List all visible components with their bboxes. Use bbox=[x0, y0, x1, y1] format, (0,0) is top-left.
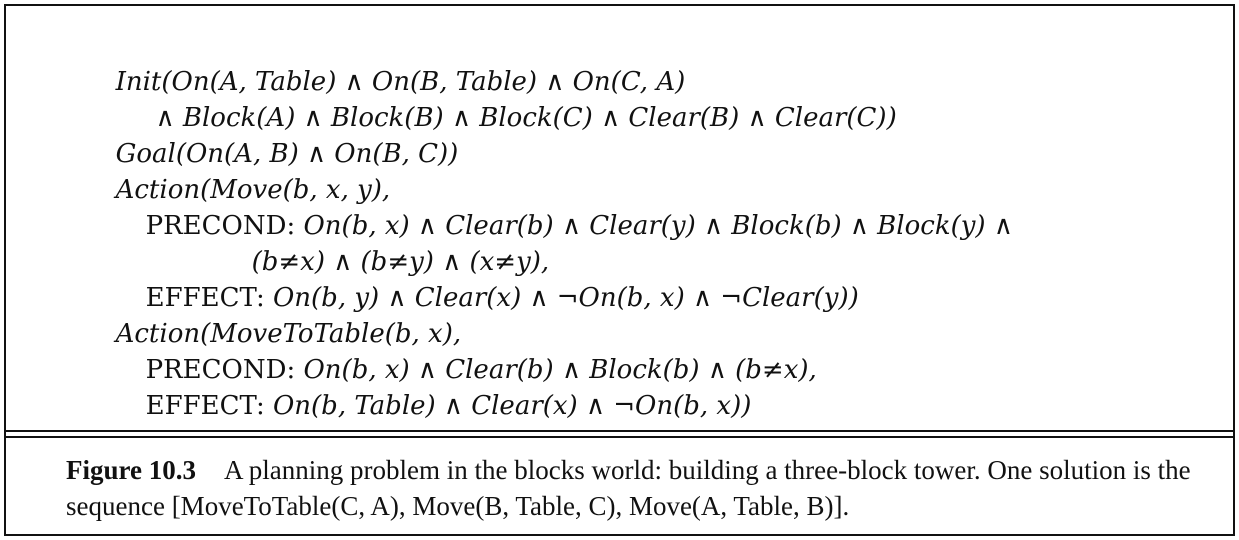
caption-text: A planning problem in the blocks world: … bbox=[66, 455, 1191, 521]
code-line: PRECOND: On(b, x) ∧ Clear(b) ∧ Block(b) … bbox=[96, 322, 817, 385]
code-line-text: On(b, x) ∧ Clear(b) ∧ Clear(y) ∧ Block(b… bbox=[295, 211, 1013, 241]
figure-label: Figure 10.3 bbox=[66, 455, 196, 485]
code-line-text: Goal(On(A, B) ∧ On(B, C)) bbox=[115, 139, 459, 169]
precond-label: PRECOND: bbox=[145, 211, 296, 241]
code-line-text: Action(MoveToTable(b, x), bbox=[115, 319, 462, 349]
code-line: Goal(On(A, B) ∧ On(B, C)) bbox=[66, 106, 459, 169]
precond-label: PRECOND: bbox=[145, 355, 296, 385]
figure-frame: Init(On(A, Table) ∧ On(B, Table) ∧ On(C,… bbox=[4, 4, 1235, 536]
effect-label: EFFECT: bbox=[145, 283, 265, 313]
code-line: EFFECT: On(b, y) ∧ Clear(x) ∧ ¬On(b, x) … bbox=[96, 250, 859, 313]
code-line: Action(Move(b, x, y), bbox=[66, 142, 391, 205]
code-line-text: On(b, y) ∧ Clear(x) ∧ ¬On(b, x) ∧ ¬Clear… bbox=[264, 283, 859, 313]
code-line-text: (b≠x) ∧ (b≠y) ∧ (x≠y), bbox=[251, 247, 550, 277]
code-line: Init(On(A, Table) ∧ On(B, Table) ∧ On(C,… bbox=[66, 34, 686, 97]
code-line-text: On(b, Table) ∧ Clear(x) ∧ ¬On(b, x)) bbox=[264, 391, 752, 421]
code-line-text: Init(On(A, Table) ∧ On(B, Table) ∧ On(C,… bbox=[115, 67, 686, 97]
caption-divider-bottom bbox=[6, 436, 1233, 438]
code-line: Action(MoveToTable(b, x), bbox=[66, 286, 462, 349]
code-line: EFFECT: On(b, Table) ∧ Clear(x) ∧ ¬On(b,… bbox=[96, 358, 752, 421]
code-line: (b≠x) ∧ (b≠y) ∧ (x≠y), bbox=[202, 214, 550, 277]
code-line: PRECOND: On(b, x) ∧ Clear(b) ∧ Clear(y) … bbox=[96, 178, 1013, 241]
code-line-text: Action(Move(b, x, y), bbox=[115, 175, 391, 205]
effect-label: EFFECT: bbox=[145, 391, 265, 421]
caption-divider-top bbox=[6, 430, 1233, 432]
code-line-text: On(b, x) ∧ Clear(b) ∧ Block(b) ∧ (b≠x), bbox=[295, 355, 817, 385]
code-line-text: ∧ Block(A) ∧ Block(B) ∧ Block(C) ∧ Clear… bbox=[155, 103, 897, 133]
code-line: ∧ Block(A) ∧ Block(B) ∧ Block(C) ∧ Clear… bbox=[106, 70, 897, 133]
